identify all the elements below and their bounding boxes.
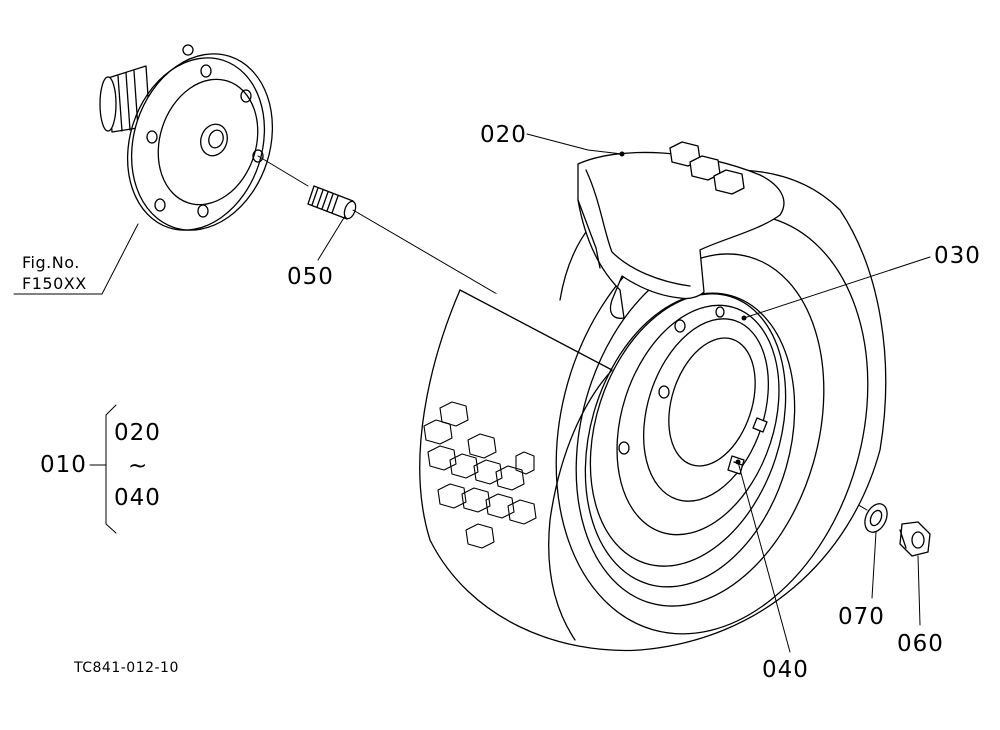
part-label-050: 050 [287,264,334,290]
spring-washer [864,503,888,533]
group-range-symbol: ~ [128,453,149,479]
tire-section-020 [577,141,785,319]
group-range-start: 020 [114,420,161,446]
part-label-060: 060 [897,631,944,657]
group-range-end: 040 [114,485,161,511]
drawing-number: TC841-012-10 [74,660,179,676]
tread-blocks [423,401,537,549]
leader-dots [619,151,747,465]
rim [589,293,787,567]
part-label-040: 040 [762,657,809,683]
hex-nut [899,521,931,557]
hub-flange [99,44,274,231]
stud-bolt [307,185,357,220]
leader-lines [13,133,931,653]
figure-ref-line2: F150XX [22,274,87,293]
part-label-020: 020 [480,122,527,148]
part-label-070: 070 [838,604,885,630]
part-label-030: 030 [934,243,981,269]
figure-ref-line1: Fig.No. [22,253,80,272]
group-code: 010 [40,452,87,478]
